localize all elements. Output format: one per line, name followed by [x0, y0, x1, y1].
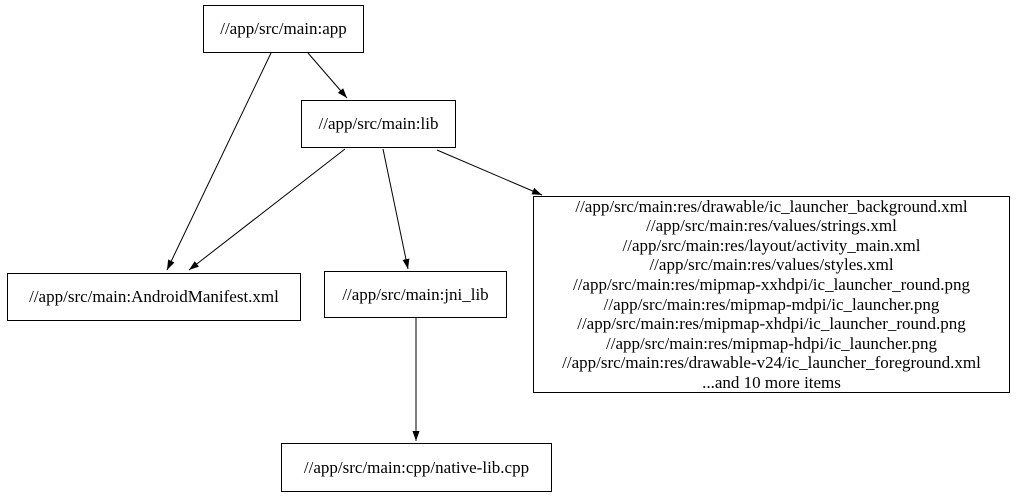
- node-native-lib-cpp: //app/src/main:cpp/native-lib.cpp: [281, 443, 552, 492]
- node-lib: //app/src/main:lib: [301, 100, 456, 148]
- node-res-group: //app/src/main:res/drawable/ic_launcher_…: [533, 196, 1010, 393]
- node-android-manifest: //app/src/main:AndroidManifest.xml: [7, 273, 301, 321]
- node-android-manifest-label: //app/src/main:AndroidManifest.xml: [29, 287, 279, 306]
- edge-lib-to-jni-lib: [382, 148, 410, 270]
- node-app-label: //app/src/main:app: [220, 19, 347, 38]
- res-item: //app/src/main:res/layout/activity_main.…: [622, 235, 921, 255]
- res-item: //app/src/main:res/mipmap-xhdpi/ic_launc…: [577, 314, 966, 334]
- res-item: //app/src/main:res/mipmap-mdpi/ic_launch…: [603, 294, 940, 314]
- node-native-lib-cpp-label: //app/src/main:cpp/native-lib.cpp: [303, 457, 530, 477]
- node-app: //app/src/main:app: [203, 5, 364, 53]
- edge-app-to-lib: [307, 52, 348, 99]
- res-item: //app/src/main:res/drawable/ic_launcher_…: [575, 196, 968, 216]
- edge-lib-to-res-group: [436, 149, 543, 196]
- res-item: //app/src/main:res/drawable-v24/ic_launc…: [562, 353, 981, 373]
- res-item: //app/src/main:res/mipmap-hdpi/ic_launch…: [606, 333, 937, 353]
- edge-lib-to-android-manifest: [188, 148, 346, 271]
- node-jni-lib: //app/src/main:jni_lib: [324, 271, 507, 318]
- node-lib-label: //app/src/main:lib: [318, 114, 439, 133]
- res-item: //app/src/main:res/values/strings.xml: [646, 216, 897, 236]
- edge-app-to-android-manifest: [166, 52, 272, 271]
- res-group-more-items: ...and 10 more items: [702, 372, 841, 392]
- res-item: //app/src/main:res/mipmap-xxhdpi/ic_laun…: [572, 274, 971, 294]
- node-jni-lib-label: //app/src/main:jni_lib: [342, 284, 489, 304]
- res-item: //app/src/main:res/values/styles.xml: [649, 255, 894, 275]
